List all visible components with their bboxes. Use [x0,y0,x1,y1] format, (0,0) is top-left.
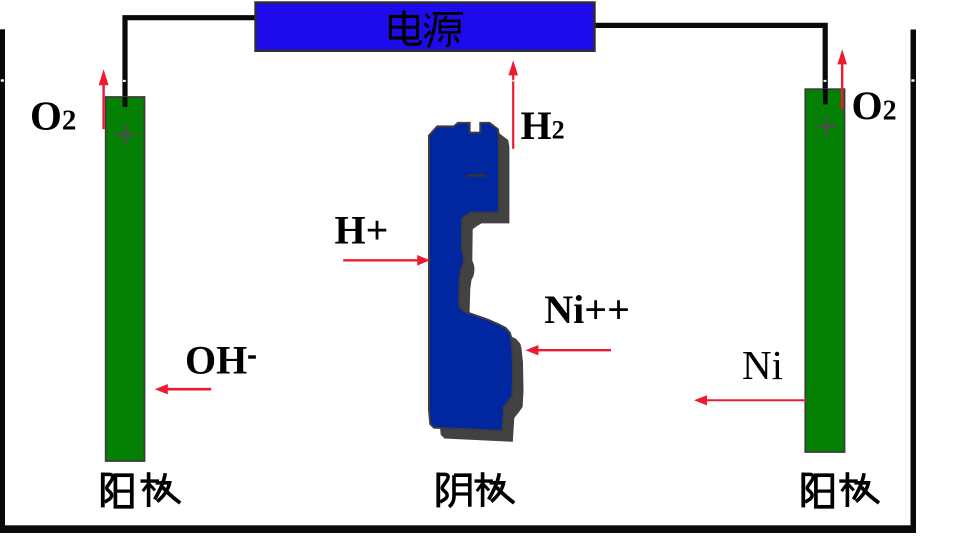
svg-text:O2: O2 [852,83,897,128]
svg-text:H+: H+ [335,208,389,253]
svg-text:Ni++: Ni++ [544,287,630,332]
svg-text:OH: OH [185,338,247,383]
svg-text:H2: H2 [521,103,565,148]
svg-text:Ni: Ni [742,342,783,388]
svg-text:O2: O2 [30,92,76,138]
